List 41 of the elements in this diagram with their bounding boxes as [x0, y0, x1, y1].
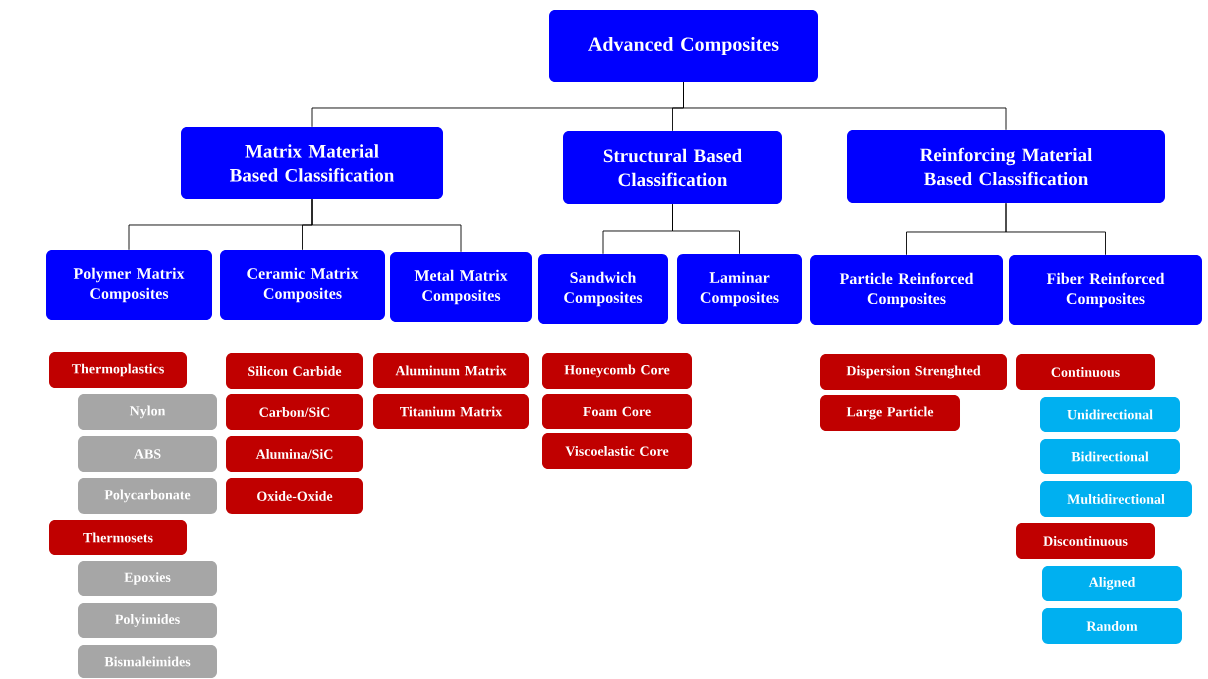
category-box: Polymer Matrix Composites	[46, 250, 212, 320]
item-box: Honeycomb Core	[542, 353, 692, 389]
category-box: Ceramic Matrix Composites	[220, 250, 385, 320]
item-box: ABS	[78, 436, 217, 472]
item-box: Polyimides	[78, 603, 217, 638]
item-box: Thermoplastics	[49, 352, 187, 388]
category-box: Structural Based Classification	[563, 131, 782, 204]
item-box: Aligned	[1042, 566, 1182, 601]
item-box: Foam Core	[542, 394, 692, 429]
item-box: Multidirectional	[1040, 481, 1192, 517]
category-box: Laminar Composites	[677, 254, 802, 324]
connector-line	[672, 203, 740, 255]
connector-line	[311, 198, 462, 253]
item-box: Thermosets	[49, 520, 187, 555]
item-box: Bismaleimides	[78, 645, 217, 678]
item-box: Carbon/SiC	[226, 394, 363, 430]
item-box: Bidirectional	[1040, 439, 1180, 474]
item-box: Dispersion Strenghted	[820, 354, 1007, 390]
category-box: Advanced Composites	[549, 10, 818, 82]
connector-line	[683, 81, 1007, 131]
item-box: Oxide-Oxide	[226, 478, 363, 514]
item-box: Alumina/SiC	[226, 436, 363, 472]
item-box: Silicon Carbide	[226, 353, 363, 389]
item-box: Epoxies	[78, 561, 217, 596]
item-box: Nylon	[78, 394, 217, 430]
item-box: Unidirectional	[1040, 397, 1180, 432]
category-box: Particle Reinforced Composites	[810, 255, 1003, 325]
item-box: Aluminum Matrix	[373, 353, 529, 388]
connector-line	[1005, 202, 1106, 256]
category-box: Fiber Reinforced Composites	[1009, 255, 1202, 325]
item-box: Random	[1042, 608, 1182, 644]
item-box: Continuous	[1016, 354, 1155, 390]
item-box: Polycarbonate	[78, 478, 217, 514]
category-box: Reinforcing Material Based Classification	[847, 130, 1165, 203]
item-box: Large Particle	[820, 395, 960, 431]
category-box: Metal Matrix Composites	[390, 252, 532, 322]
item-box: Viscoelastic Core	[542, 433, 692, 469]
item-box: Discontinuous	[1016, 523, 1155, 559]
category-box: Matrix Material Based Classification	[181, 127, 443, 199]
category-box: Sandwich Composites	[538, 254, 668, 324]
item-box: Titanium Matrix	[373, 394, 529, 429]
